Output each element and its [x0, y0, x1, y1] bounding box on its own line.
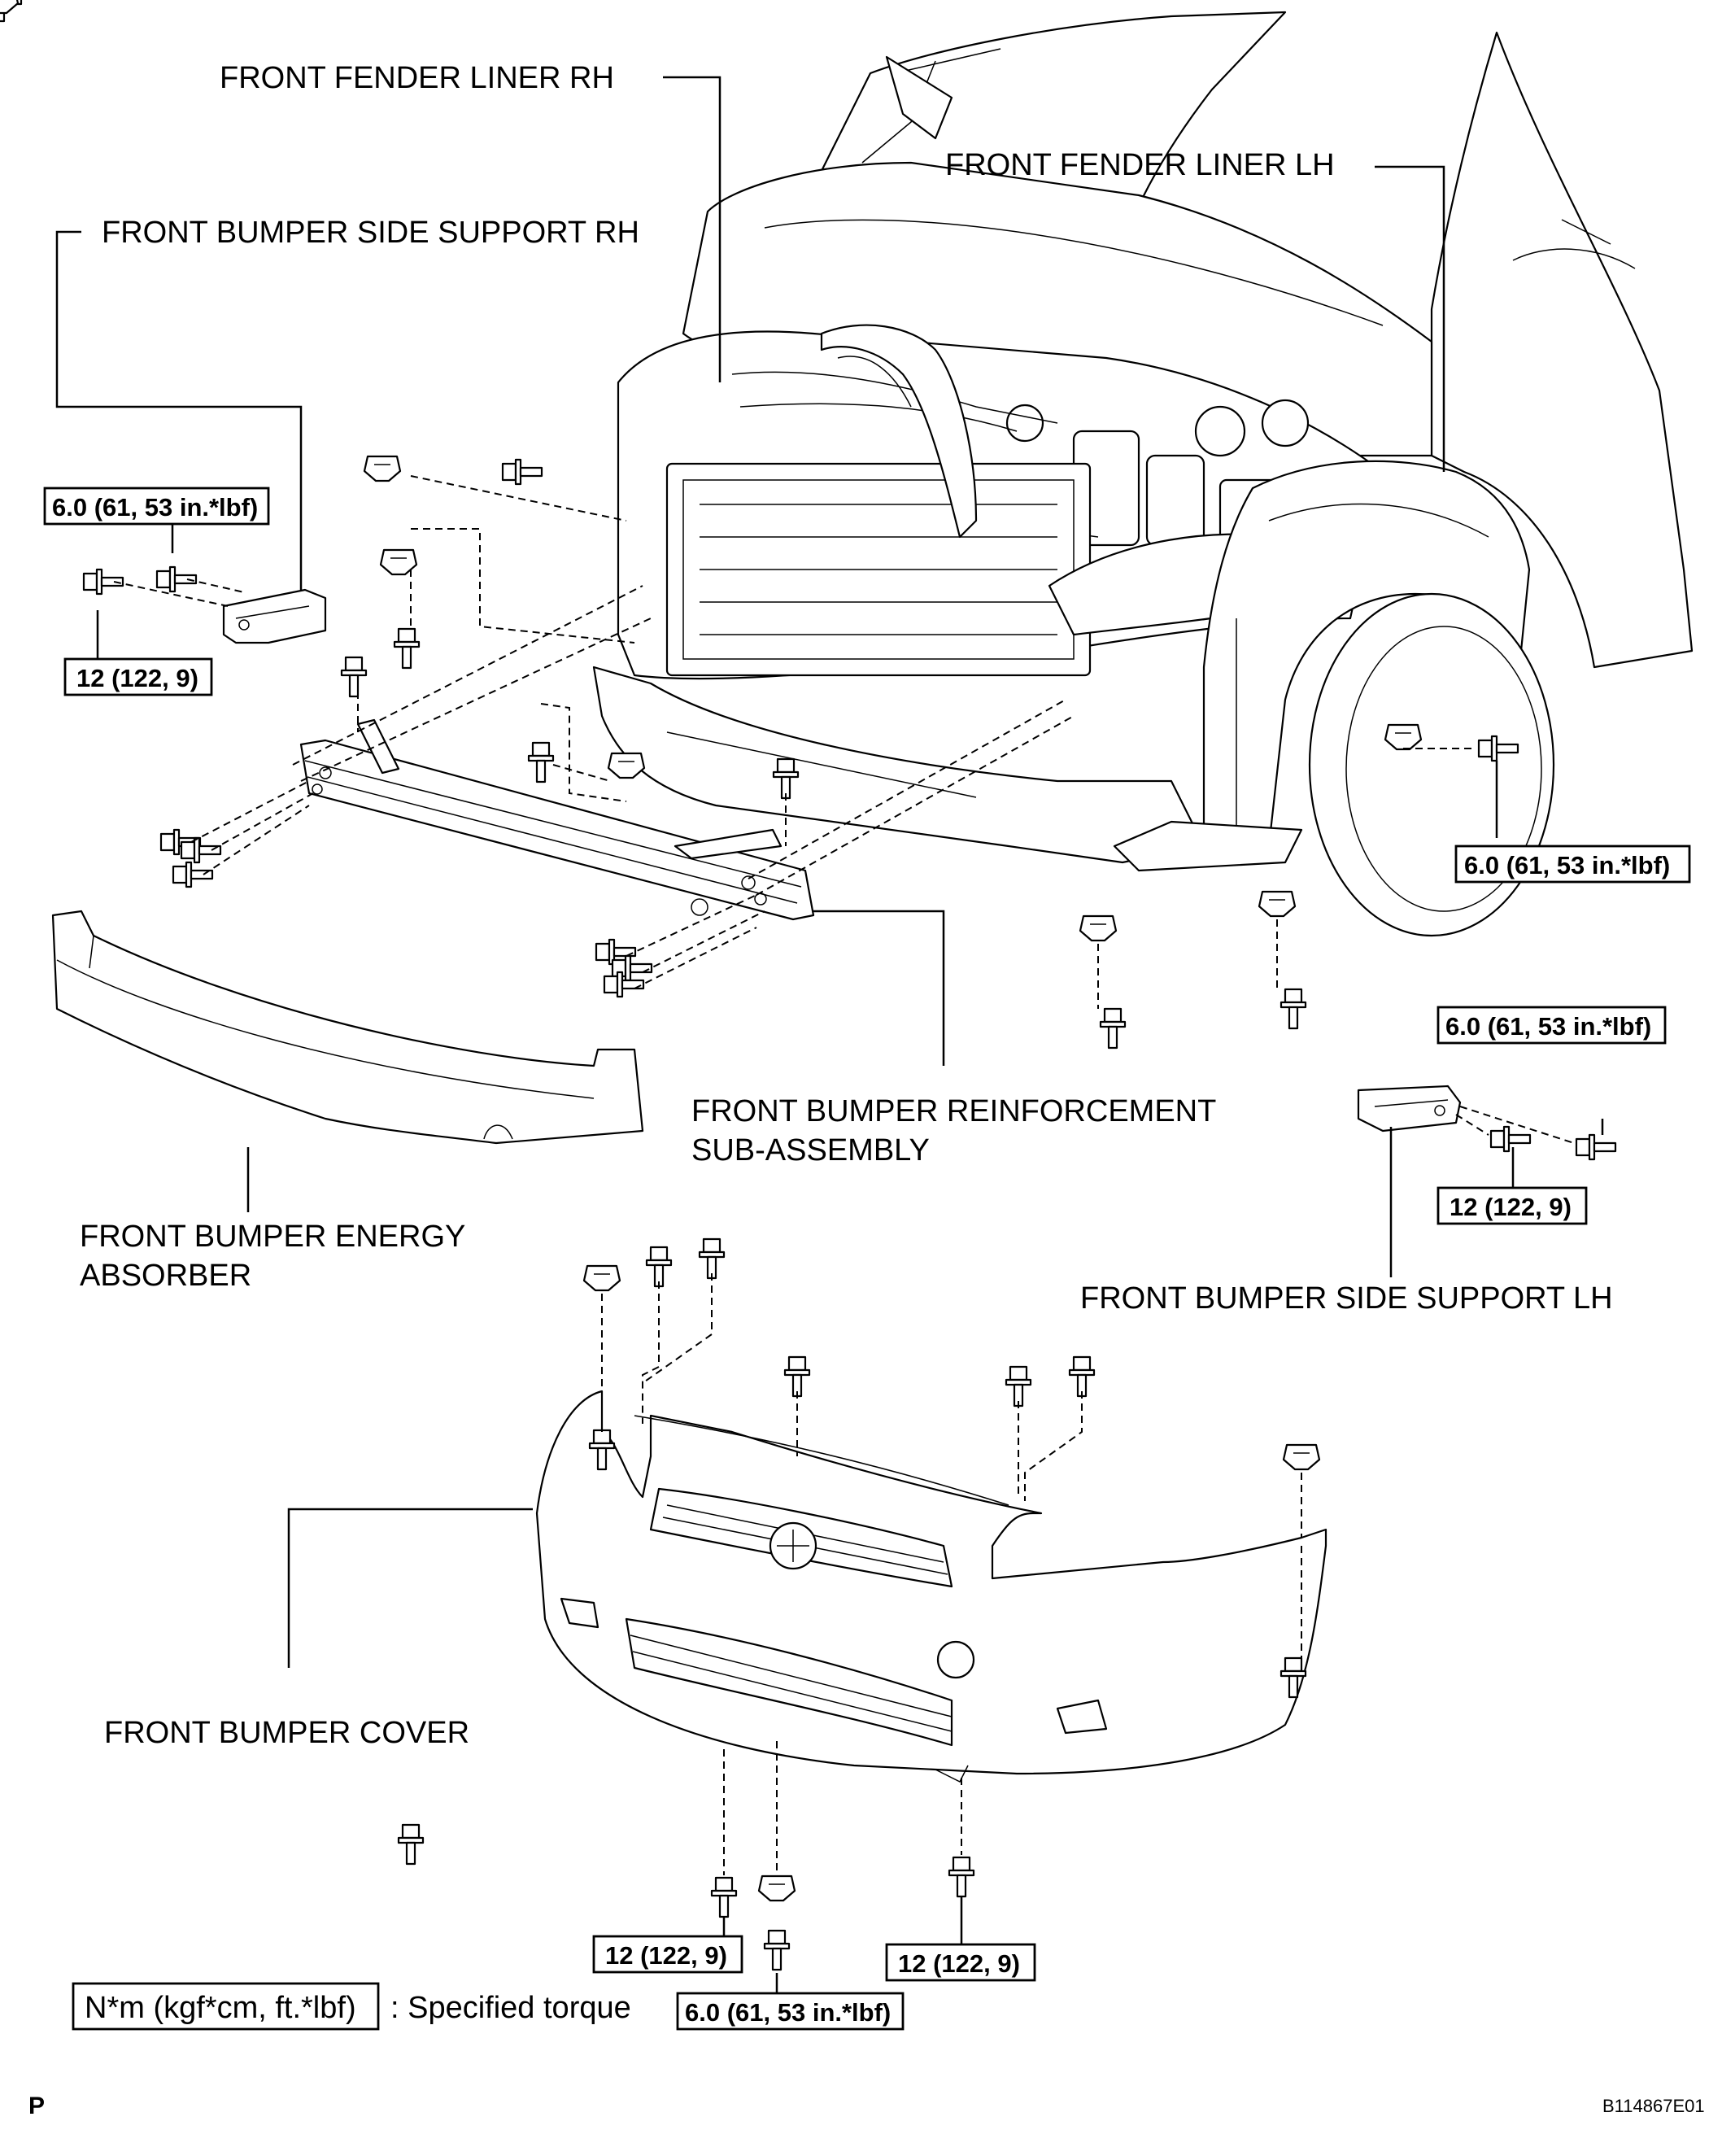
vehicle-front-end — [592, 11, 1694, 937]
label-front-fender-liner-rh: FRONT FENDER LINER RH — [220, 61, 614, 95]
front-bumper-cover — [535, 1390, 1327, 1783]
torque-lh-support-lower: 12 (122, 9) — [1436, 1186, 1588, 1225]
label-front-bumper-cover: FRONT BUMPER COVER — [104, 1716, 469, 1750]
label-front-fender-liner-lh: FRONT FENDER LINER LH — [945, 148, 1335, 182]
page-mark: P — [28, 2093, 45, 2119]
torque-cover-center: 6.0 (61, 53 in.*lbf) — [676, 1992, 905, 2031]
svg-text:6.0 (61, 53 in.*lbf): 6.0 (61, 53 in.*lbf) — [1445, 1012, 1651, 1041]
label-front-bumper-energy-absorber-line1: FRONT BUMPER ENERGY — [80, 1220, 465, 1254]
label-front-bumper-reinforcement-line1: FRONT BUMPER REINFORCEMENT — [691, 1094, 1216, 1128]
fasteners — [0, 0, 1617, 1971]
svg-text:6.0 (61, 53 in.*lbf): 6.0 (61, 53 in.*lbf) — [52, 493, 258, 522]
svg-text:12 (122, 9): 12 (122, 9) — [76, 664, 198, 692]
torque-cover-right: 12 (122, 9) — [885, 1943, 1036, 1982]
figure-code: B114867E01 — [1602, 2096, 1705, 2116]
torque-rh-support-lower: 12 (122, 9) — [63, 657, 213, 696]
legend-unit: N*m (kgf*cm, ft.*lbf) — [85, 1991, 356, 2025]
leader-lines — [55, 76, 1604, 1993]
svg-text:6.0 (61, 53 in.*lbf): 6.0 (61, 53 in.*lbf) — [1464, 851, 1670, 879]
svg-text:6.0 (61, 53 in.*lbf): 6.0 (61, 53 in.*lbf) — [685, 1998, 891, 2027]
label-front-bumper-reinforcement-line2: SUB-ASSEMBLY — [691, 1133, 930, 1167]
side-support-lh — [1357, 1085, 1462, 1133]
bumper-energy-absorber — [51, 910, 644, 1145]
bumper-reinforcement — [299, 718, 815, 921]
label-front-bumper-side-support-rh: FRONT BUMPER SIDE SUPPORT RH — [102, 216, 639, 250]
svg-text:12 (122, 9): 12 (122, 9) — [898, 1949, 1020, 1978]
torque-cover-left: 12 (122, 9) — [592, 1935, 743, 1974]
torque-legend: N*m (kgf*cm, ft.*lbf) : Specified torque — [72, 1982, 631, 2031]
torque-lh-support-upper: 6.0 (61, 53 in.*lbf) — [1436, 1006, 1667, 1045]
svg-text:12 (122, 9): 12 (122, 9) — [605, 1941, 727, 1970]
torque-rh-support-upper: 6.0 (61, 53 in.*lbf) — [43, 487, 270, 526]
label-front-bumper-side-support-lh: FRONT BUMPER SIDE SUPPORT LH — [1080, 1281, 1613, 1316]
legend-description: : Specified torque — [390, 1991, 631, 2025]
torque-lh-liner: 6.0 (61, 53 in.*lbf) — [1454, 845, 1691, 884]
svg-text:12 (122, 9): 12 (122, 9) — [1450, 1193, 1572, 1221]
side-support-rh — [222, 588, 327, 644]
assembly-dashed-lines — [113, 475, 1575, 1875]
label-front-bumper-energy-absorber-line2: ABSORBER — [80, 1259, 251, 1293]
